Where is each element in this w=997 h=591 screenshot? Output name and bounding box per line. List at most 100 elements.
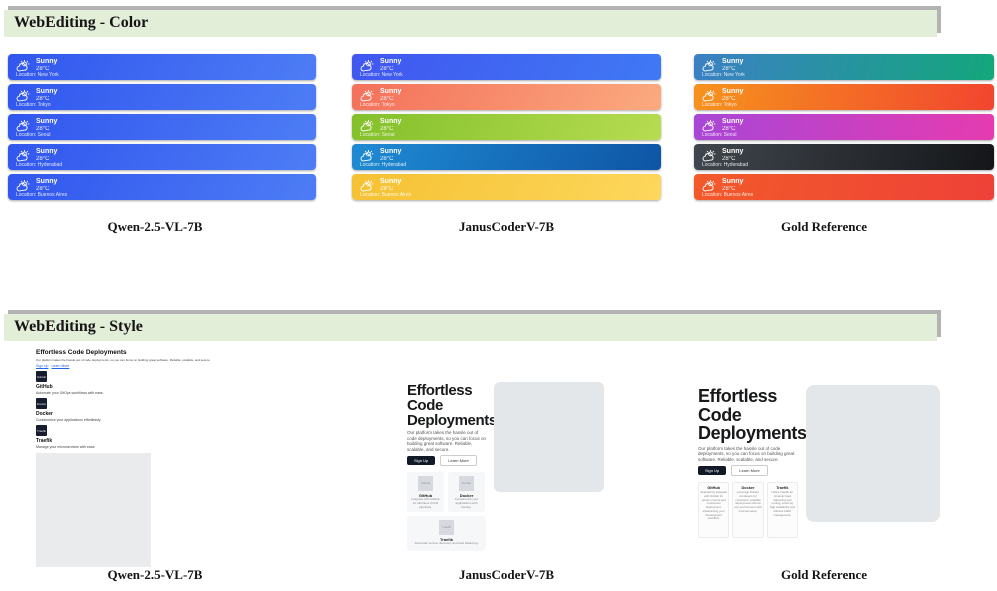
weather-temperature: 28°C: [380, 156, 394, 162]
feature-card-github: GitHub Seamlessly integrate with GitHub …: [698, 482, 730, 539]
button-row: Sign Up Learn More: [407, 455, 497, 467]
weather-condition: Sunny: [722, 88, 744, 95]
sun-cloud-icon: [702, 119, 716, 133]
weather-condition: Sunny: [36, 88, 58, 95]
weather-location: Location: New York: [16, 72, 59, 78]
weather-location: Location: Buenos Aires: [360, 192, 412, 198]
weather-card: Sunny 28°C Location: New York: [8, 54, 316, 80]
feature-card-docker: Docker Docker Containerize your applicat…: [448, 472, 485, 513]
sun-cloud-icon: [16, 179, 30, 193]
weather-condition: Sunny: [36, 118, 58, 125]
weather-condition: Sunny: [380, 58, 402, 65]
page-paragraph: Our platform takes the hassle out of cod…: [407, 430, 487, 452]
page-title: Effortless Code Deployments: [407, 382, 497, 429]
section-title: WebEditing - Color: [14, 14, 149, 31]
sun-cloud-icon: [16, 149, 30, 163]
card-desc: Utilize Traefik for dynamic load balanci…: [769, 490, 795, 517]
docker-logo-placeholder: Docker: [36, 398, 47, 409]
caption-gold-style: Gold Reference: [780, 567, 868, 582]
weather-column-janus: Sunny 28°C Location: New York Sunny 28°C…: [352, 54, 661, 204]
feature-title: GitHub: [36, 384, 53, 390]
weather-card: Sunny 28°C Location: Buenos Aires: [694, 174, 994, 200]
weather-card: Sunny 28°C Location: Seoul: [694, 114, 994, 140]
image-placeholder: [806, 385, 940, 522]
card-desc: Seamlessly integrate with GitHub for ver…: [700, 490, 728, 521]
weather-condition: Sunny: [722, 178, 744, 185]
card-title: GitHub: [707, 486, 720, 491]
weather-condition: Sunny: [380, 118, 402, 125]
sun-cloud-icon: [702, 89, 716, 103]
weather-column-qwen: Sunny 28°C Location: New York Sunny 28°C…: [8, 54, 316, 204]
feature-desc: Manage your microservices with ease.: [36, 445, 96, 449]
weather-location: Location: New York: [360, 72, 403, 78]
weather-condition: Sunny: [722, 118, 744, 125]
caption-qwen-color: Qwen-2.5-VL-7B: [107, 219, 203, 234]
weather-card: Sunny 28°C Location: Hyderabad: [694, 144, 994, 170]
weather-temperature: 28°C: [36, 126, 50, 132]
sun-cloud-icon: [702, 179, 716, 193]
sign-up-link[interactable]: Sign Up: [36, 364, 49, 368]
feature-desc: Containerize your applications effortles…: [36, 418, 102, 422]
thumb-placeholder: Docker: [459, 476, 474, 492]
feature-card-traefik: Traefik Traefik Automatic service discov…: [407, 516, 486, 552]
thumb-placeholder: GitHub: [418, 476, 433, 492]
weather-condition: Sunny: [380, 88, 402, 95]
weather-condition: Sunny: [722, 148, 744, 155]
learn-more-link[interactable]: Learn More: [51, 364, 70, 368]
sun-cloud-icon: [360, 119, 374, 133]
weather-temperature: 28°C: [36, 156, 50, 162]
weather-condition: Sunny: [36, 178, 58, 185]
card-desc: Containerize your applications with Dock…: [454, 497, 479, 509]
sign-up-button[interactable]: Sign Up: [407, 456, 436, 466]
caption-qwen-style: Qwen-2.5-VL-7B: [107, 567, 203, 582]
weather-card: Sunny 28°C Location: Hyderabad: [352, 144, 661, 170]
traefik-logo-placeholder: Traefik: [36, 425, 47, 436]
weather-card: Sunny 28°C Location: Buenos Aires: [352, 174, 661, 200]
caption-janus-color: JanusCoderV-7B: [458, 219, 555, 234]
feature-card-docker: Docker Leverage Docker containers for co…: [732, 482, 764, 539]
weather-temperature: 28°C: [36, 66, 50, 72]
card-title: Traefik: [776, 486, 789, 491]
image-placeholder: [494, 382, 604, 492]
sun-cloud-icon: [360, 59, 374, 73]
card-title: Traefik: [440, 537, 453, 543]
weather-temperature: 28°C: [722, 96, 736, 102]
sun-cloud-icon: [702, 59, 716, 73]
style-page-qwen: Effortless Code Deployments Our platform…: [36, 349, 276, 567]
weather-temperature: 28°C: [380, 66, 394, 72]
page-paragraph: Our platform takes the hassle out of cod…: [36, 358, 211, 362]
sun-cloud-icon: [360, 89, 374, 103]
image-placeholder: [36, 453, 151, 567]
page-title: Effortless Code Deployments: [698, 386, 807, 443]
section-header-color: WebEditing - Color: [4, 10, 937, 37]
weather-temperature: 28°C: [722, 186, 736, 192]
weather-condition: Sunny: [380, 148, 402, 155]
weather-card: Sunny 28°C Location: Tokyo: [352, 84, 661, 110]
weather-card: Sunny 28°C Location: Tokyo: [694, 84, 994, 110]
caption-gold-color: Gold Reference: [780, 219, 868, 234]
weather-card: Sunny 28°C Location: Hyderabad: [8, 144, 316, 170]
weather-temperature: 28°C: [380, 96, 394, 102]
weather-temperature: 28°C: [36, 96, 50, 102]
weather-location: Location: Tokyo: [360, 102, 395, 108]
style-page-janus: Effortless Code Deployments Our platform…: [407, 382, 497, 552]
sun-cloud-icon: [16, 59, 30, 73]
feature-desc: Automate your GitOps workflows with ease…: [36, 391, 104, 395]
weather-column-gold: Sunny 28°C Location: New York Sunny 28°C…: [694, 54, 994, 204]
weather-card: Sunny 28°C Location: Buenos Aires: [8, 174, 316, 200]
weather-location: Location: Tokyo: [702, 102, 737, 108]
weather-location: Location: Seoul: [360, 132, 395, 138]
sun-cloud-icon: [16, 89, 30, 103]
github-logo-placeholder: GitHub: [36, 371, 47, 382]
learn-more-button[interactable]: Learn More: [440, 455, 477, 467]
sign-up-button[interactable]: Sign Up: [698, 466, 727, 476]
feature-cards: GitHub Seamlessly integrate with GitHub …: [698, 482, 798, 539]
learn-more-button[interactable]: Learn More: [731, 465, 768, 477]
weather-card: Sunny 28°C Location: New York: [352, 54, 661, 80]
caption-janus-style: JanusCoderV-7B: [458, 567, 555, 582]
card-desc: Integrate with GitHub for effortless CI/…: [411, 497, 440, 509]
page-paragraph: Our platform takes the hassle out of cod…: [698, 445, 795, 462]
style-page-gold: Effortless Code Deployments Our platform…: [698, 386, 807, 539]
